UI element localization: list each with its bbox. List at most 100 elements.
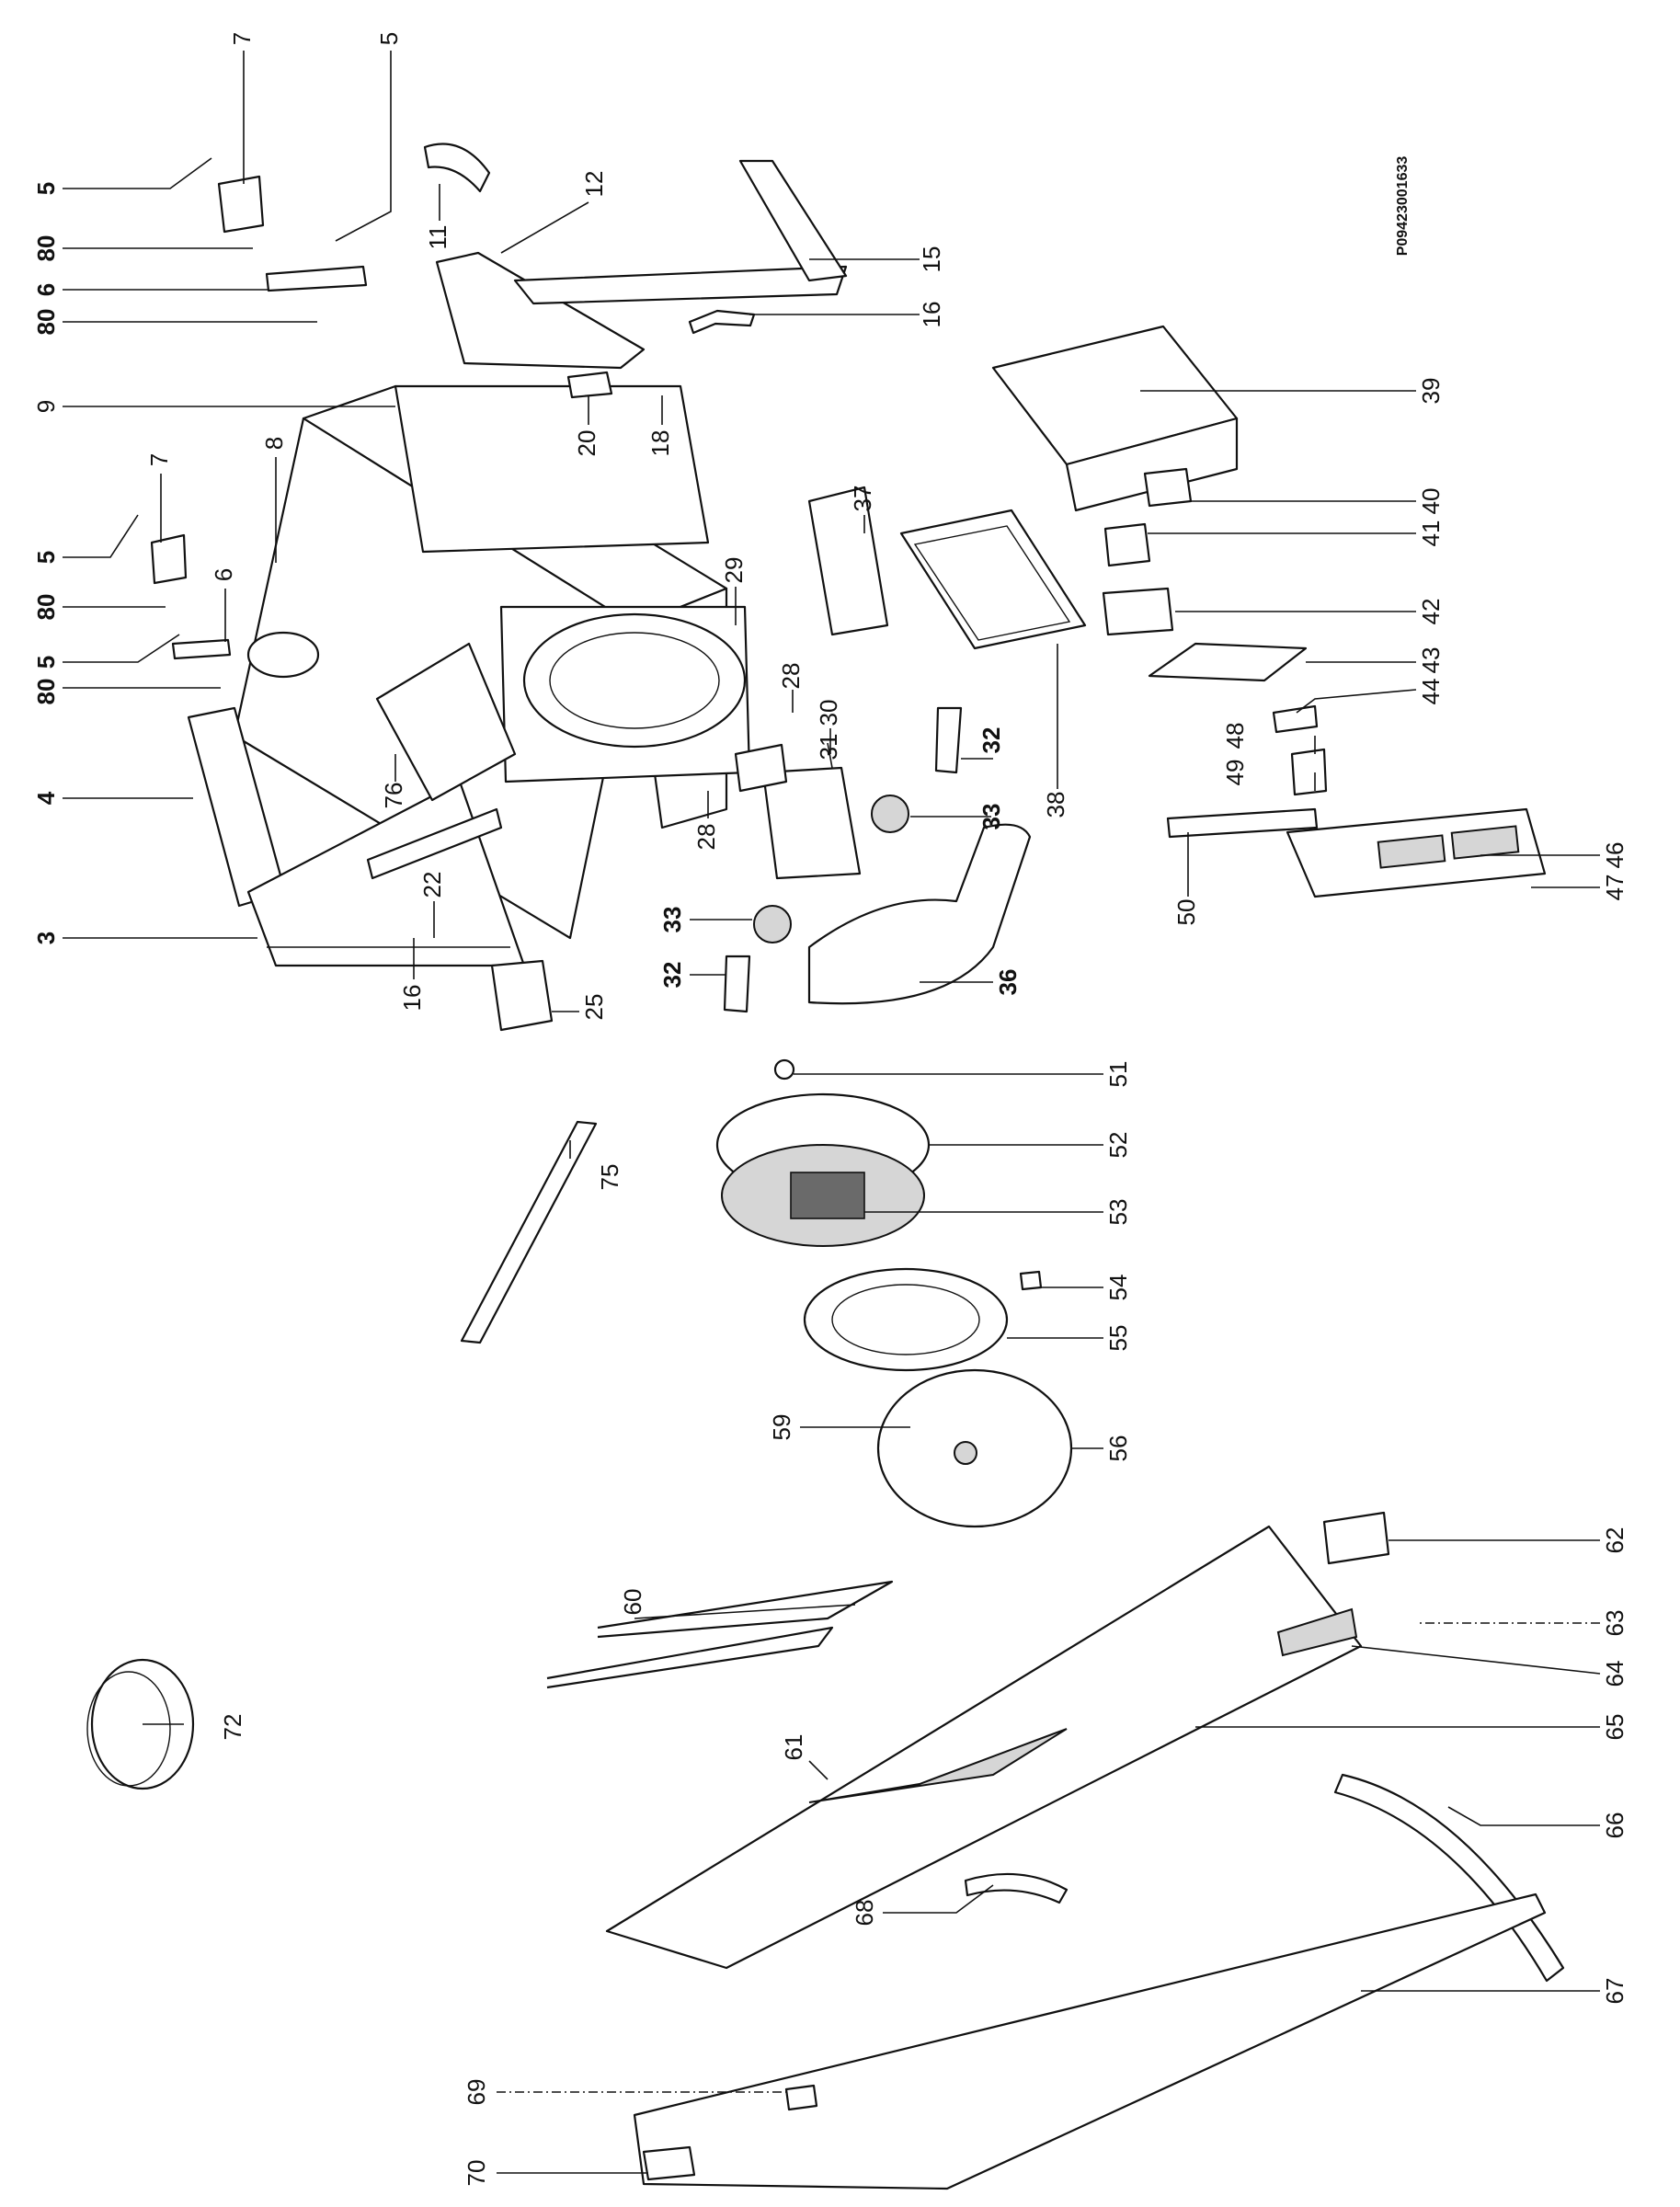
callout-labels: 7 5 5 80 6 80 9 11 12 15 16 20 18 39 7 8… <box>32 32 1629 2187</box>
side-bracket-12 <box>435 251 646 370</box>
callout-42: 42 <box>1417 599 1445 625</box>
callout-44: 44 <box>1417 679 1445 705</box>
mounting-rail-15 <box>513 265 848 305</box>
callout-59: 59 <box>768 1414 795 1441</box>
lock-25 <box>490 959 554 1032</box>
callout-29: 29 <box>720 557 748 584</box>
callout-62: 62 <box>1601 1527 1629 1554</box>
callout-80: 80 <box>32 309 60 336</box>
callout-56: 56 <box>1104 1435 1132 1462</box>
callout-33: 33 <box>977 804 1005 830</box>
callout-22: 22 <box>418 872 446 898</box>
callout-28: 28 <box>777 663 805 690</box>
callout-60: 60 <box>619 1589 646 1616</box>
part-70 <box>642 2145 696 2181</box>
callout-25: 25 <box>580 994 608 1021</box>
callout-52: 52 <box>1104 1132 1132 1159</box>
callout-47: 47 <box>1601 875 1629 901</box>
callout-67: 67 <box>1601 1978 1629 2005</box>
callout-76: 76 <box>380 783 407 809</box>
mounting-rail-15-arm <box>738 159 848 282</box>
motor-53 <box>790 1172 865 1219</box>
callout-80: 80 <box>32 594 60 621</box>
back-plate <box>394 384 710 554</box>
callout-51: 51 <box>1104 1061 1132 1088</box>
ring-72-inner <box>86 1671 171 1787</box>
frame-38-inner <box>913 525 1071 641</box>
lamp-holder-33-upper <box>871 795 909 833</box>
bracket-top <box>217 175 265 234</box>
control-window-a <box>1377 834 1446 869</box>
callout-66: 66 <box>1601 1812 1629 1839</box>
bracket-37 <box>807 486 889 636</box>
callout-15: 15 <box>918 246 945 273</box>
filter-mesh-61 <box>808 1728 1068 1803</box>
callout-32: 32 <box>658 962 686 989</box>
blower-ring-inner <box>549 632 720 729</box>
callout-36: 36 <box>994 969 1022 996</box>
part-48-49 <box>1290 748 1328 796</box>
callout-20: 20 <box>573 430 600 457</box>
callout-55: 55 <box>1104 1325 1132 1352</box>
callout-43: 43 <box>1417 647 1445 674</box>
callout-41: 41 <box>1417 520 1445 547</box>
callout-68: 68 <box>851 1900 878 1927</box>
tab-20 <box>566 371 613 399</box>
callout-8: 8 <box>260 437 288 450</box>
bracket-6-top <box>265 265 368 292</box>
frame-38 <box>899 509 1087 650</box>
callout-30: 30 <box>815 700 842 726</box>
callout-28: 28 <box>692 824 720 851</box>
rod-75 <box>460 1120 598 1344</box>
grille-56-hub <box>954 1441 977 1465</box>
callout-72: 72 <box>219 1714 246 1741</box>
callout-50: 50 <box>1172 899 1200 926</box>
callout-69: 69 <box>463 2079 490 2106</box>
electronics-cover-side <box>1065 417 1239 512</box>
part-62 <box>1322 1511 1390 1565</box>
callout-80: 80 <box>32 679 60 705</box>
strip-22 <box>366 807 503 880</box>
air-duct <box>375 642 517 802</box>
filter-panel-65 <box>605 1525 1363 1970</box>
motor-plate-55-inner <box>831 1284 980 1355</box>
callout-9: 9 <box>32 400 60 413</box>
callout-5: 5 <box>32 551 60 564</box>
callout-11: 11 <box>424 225 451 250</box>
mounting-plate-31 <box>761 766 862 880</box>
callout-16: 16 <box>918 302 945 328</box>
part-69 <box>784 2084 818 2111</box>
handle-68 <box>964 1872 1069 1904</box>
callout-4: 4 <box>32 791 60 805</box>
callout-5: 5 <box>32 182 60 195</box>
tab-16 <box>688 309 756 335</box>
knob-block-43 <box>1148 642 1308 682</box>
lamp-32-lower <box>723 955 751 1013</box>
callout-6: 6 <box>210 568 237 581</box>
trim-66 <box>1333 1773 1565 1983</box>
lamp-32-upper <box>934 706 963 774</box>
callout-40: 40 <box>1417 488 1445 515</box>
clip-54 <box>1019 1270 1043 1291</box>
callout-39: 39 <box>1417 378 1445 405</box>
callout-5: 5 <box>32 656 60 669</box>
callout-70: 70 <box>463 2160 490 2187</box>
callout-3: 3 <box>32 932 60 944</box>
chassis-opening <box>246 631 320 679</box>
blower-ring <box>522 612 747 749</box>
hinge-11 <box>423 143 491 193</box>
strip-50 <box>1166 807 1319 839</box>
wire-60-lower <box>546 1626 834 1689</box>
callout-5: 5 <box>375 32 403 45</box>
wire-60 <box>597 1580 894 1639</box>
part-drawings <box>86 143 1565 2190</box>
callout-32: 32 <box>977 727 1005 754</box>
callout-31: 31 <box>815 734 842 760</box>
callout-54: 54 <box>1104 1275 1132 1301</box>
callout-7: 7 <box>228 32 256 45</box>
callout-46: 46 <box>1601 842 1629 869</box>
callout-63: 63 <box>1601 1610 1629 1637</box>
callout-53: 53 <box>1104 1199 1132 1226</box>
callout-64: 64 <box>1601 1661 1629 1687</box>
